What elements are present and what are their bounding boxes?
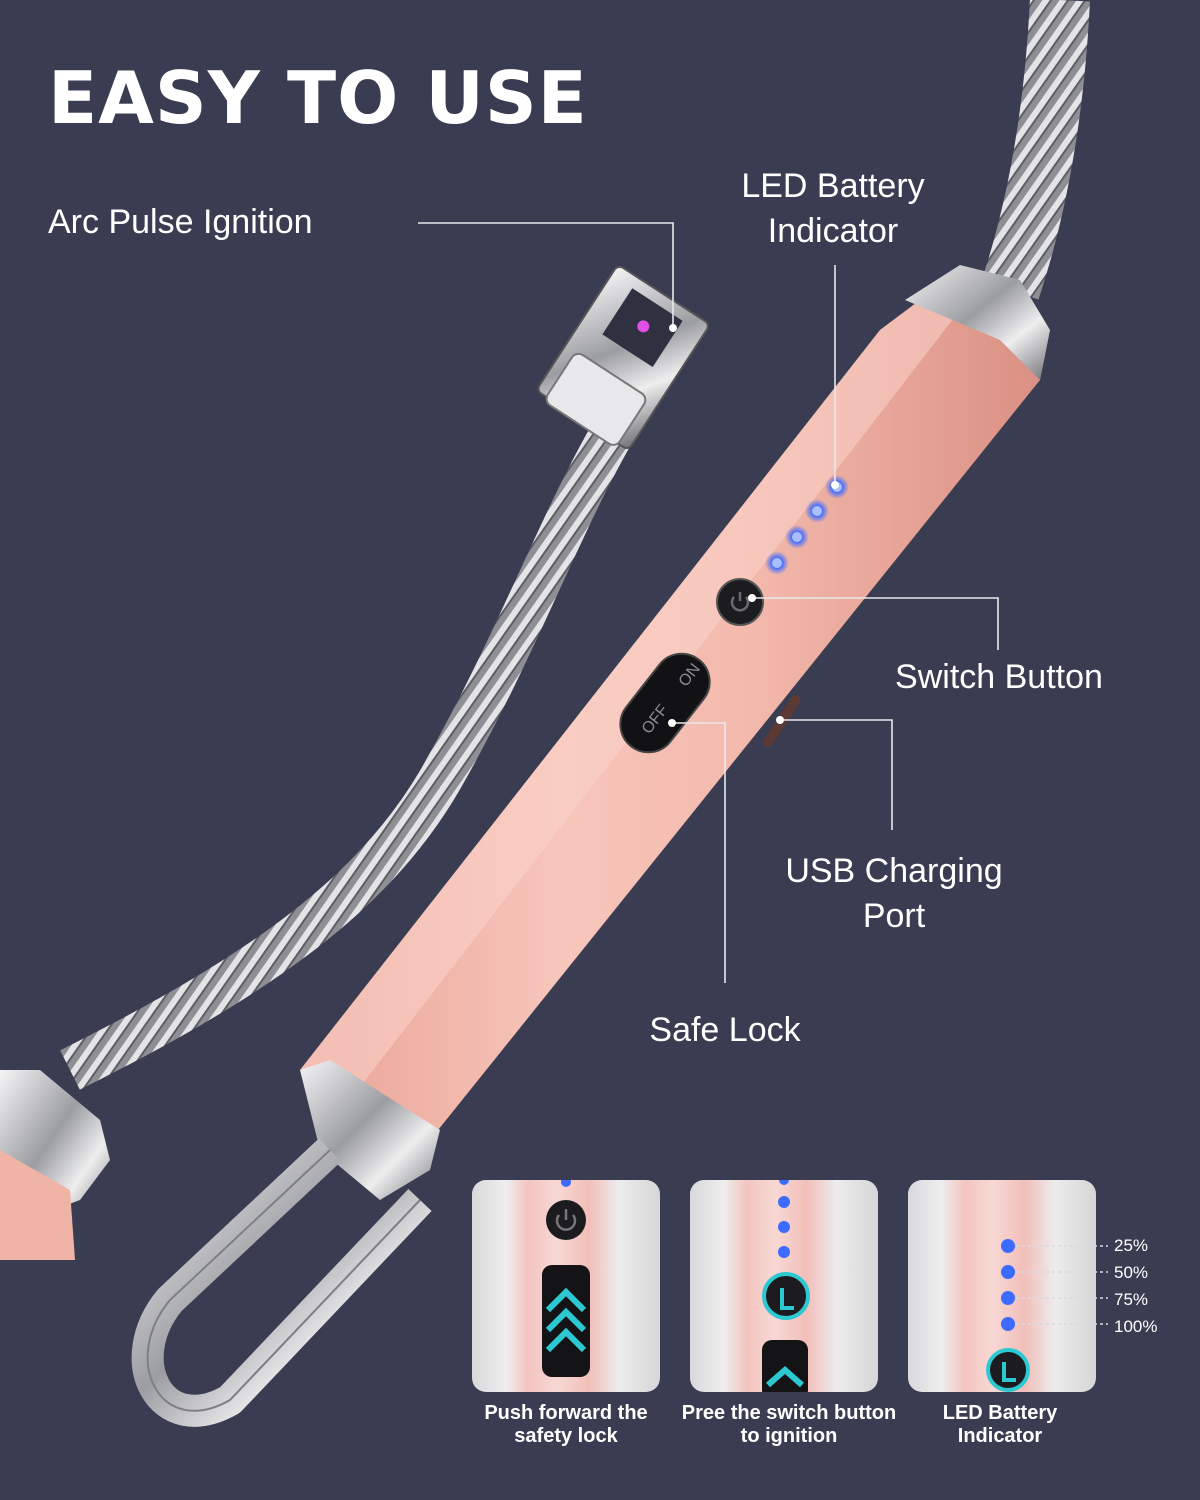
led-label-line1: LED Battery [741, 167, 925, 205]
step-panel-led-indicator [908, 1180, 1096, 1392]
step-3-line1: LED Battery [942, 1402, 1058, 1424]
tap-hand-icon [762, 1272, 810, 1320]
battery-level-50: 50% [1114, 1263, 1149, 1282]
left-ignition-tip [537, 265, 709, 449]
battery-level-25: 25% [1114, 1236, 1149, 1255]
switch-button-label: Switch Button [895, 658, 1103, 696]
step-1-line1: Push forward the [484, 1402, 648, 1424]
tap-hand-icon [986, 1348, 1030, 1392]
right-flex-neck [981, 0, 1090, 300]
step-caption-2: Pree the switch button to ignition [674, 1402, 904, 1448]
step-3-line2: Indicator [957, 1425, 1043, 1447]
step-2-line1: Pree the switch button [681, 1402, 897, 1424]
led-indicator-label: LED Battery Indicator [713, 164, 953, 254]
switch-button [716, 578, 764, 626]
step-2-line2: to ignition [740, 1425, 838, 1447]
step-panel-safety-lock [472, 1180, 660, 1392]
arc-pulse-label: Arc Pulse Ignition [48, 203, 313, 241]
safe-lock-label: Safe Lock [649, 1011, 801, 1049]
usb-label-line2: Port [862, 897, 926, 935]
usb-label-line1: USB Charging [785, 852, 1003, 890]
main-body: ON OFF [131, 265, 1050, 1427]
led-label-line2: Indicator [767, 212, 899, 250]
battery-level-100: 100% [1114, 1317, 1158, 1336]
chevron-up-icon [545, 1287, 587, 1353]
step-caption-1: Push forward the safety lock [451, 1402, 681, 1448]
safety-lock-slider: ON OFF [619, 652, 711, 754]
step-panel-switch-button [690, 1180, 878, 1392]
left-flex-neck [60, 408, 639, 1090]
step-caption-3: LED Battery Indicator [885, 1402, 1115, 1448]
usb-port-label: USB Charging Port [760, 849, 1028, 939]
battery-level-75: 75% [1114, 1290, 1149, 1309]
power-icon [730, 592, 750, 612]
page-title: EASY TO USE [48, 56, 588, 140]
step-1-line2: safety lock [514, 1425, 618, 1447]
